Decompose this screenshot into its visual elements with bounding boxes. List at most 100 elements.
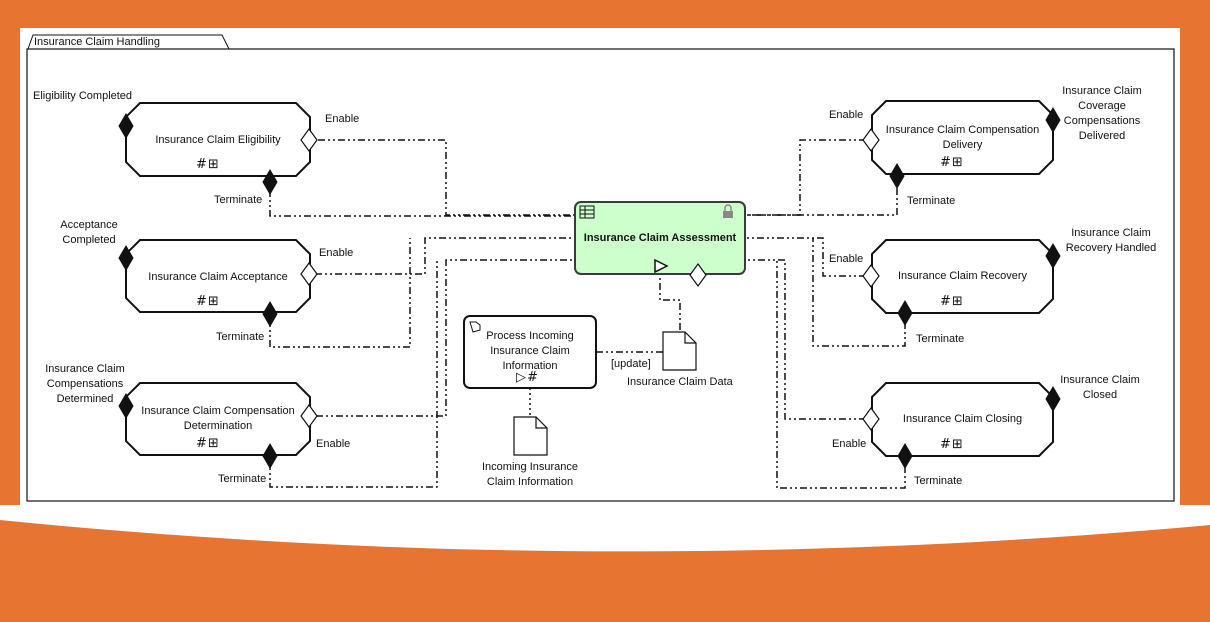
terminate-criterion-determination (262, 443, 278, 469)
stage-closing[interactable]: Insurance Claim Closing (876, 404, 1049, 434)
connector-recovery-terminate (812, 238, 906, 347)
document-incoming-label: Incoming Insurance Claim Information (476, 460, 584, 490)
milestone-recovery-label-2: Recovery Handled (1065, 242, 1157, 254)
stage-acceptance[interactable]: Insurance Claim Acceptance (130, 262, 306, 292)
stage-eligibility[interactable]: Insurance Claim Eligibility (130, 125, 306, 155)
entry-criterion-assessment (689, 262, 707, 288)
milestone-delivered-label-2: Coverage (1078, 100, 1126, 112)
enable-label-recovery: Enable (829, 253, 864, 265)
entry-criterion-closing (862, 406, 880, 432)
milestone-closed-label-2: Closed (1082, 389, 1118, 401)
document-incoming-label-2: Claim Information (486, 476, 574, 488)
case-plan-model[interactable] (26, 48, 1175, 502)
stages (125, 100, 1054, 457)
milestone-delivered-label-3: Compensations (1063, 115, 1141, 127)
milestone-delivered-label: Insurance Claim Coverage Compensations D… (1056, 84, 1148, 144)
exit-criterion-recovery (1045, 243, 1061, 269)
stage-eligibility-markers[interactable]: #⊞ (196, 157, 220, 172)
milestone-determined-label: Insurance Claim Compensations Determined (40, 362, 130, 407)
enable-label-determination: Enable (316, 438, 351, 450)
stage-acceptance-label: Insurance Claim Acceptance (148, 270, 288, 283)
stage-determination-label-2: Determination (183, 420, 253, 432)
update-label: [update] (611, 358, 651, 370)
process-task-label-3: Information (502, 359, 558, 372)
milestone-determined-label-1: Insurance Claim (45, 363, 125, 375)
entry-criterion-recovery (862, 263, 880, 289)
case-plan-tab (27, 34, 230, 50)
connector-data-assessment (659, 275, 681, 330)
trigger-triangle-icon (654, 258, 669, 274)
entry-criteria (300, 127, 880, 432)
process-task[interactable]: Process Incoming Insurance Claim Informa… (466, 328, 594, 374)
process-task-label-2: Insurance Claim (490, 344, 570, 357)
connector-delivery-terminate (745, 188, 898, 216)
terminate-label-delivery: Terminate (907, 195, 956, 207)
assessment-task-label: Insurance Claim Assessment (583, 231, 737, 244)
connector-closing-enable (745, 259, 866, 420)
connectors (269, 139, 906, 489)
milestone-closed-label: Insurance Claim Closed (1054, 373, 1146, 403)
exit-criterion-delivery (1045, 107, 1061, 133)
process-task-shape[interactable] (463, 315, 597, 389)
connector-recovery-enable (745, 237, 866, 277)
background-swoosh-fill (0, 520, 1210, 622)
stage-delivery-markers[interactable]: #⊞ (940, 155, 964, 170)
connector-delivery-enable (745, 139, 866, 216)
stage-eligibility-label: Insurance Claim Eligibility (155, 133, 281, 146)
milestone-acceptance-label-1: Acceptance (60, 219, 118, 231)
milestone-determined-label-2: Compensations (46, 378, 124, 390)
milestone-eligibility-label: Eligibility Completed (33, 90, 133, 102)
milestone-determined-label-3: Determined (56, 393, 114, 405)
terminate-label-acceptance: Terminate (216, 331, 265, 343)
assessment-task[interactable]: Insurance Claim Assessment (578, 230, 742, 246)
stage-closing-label: Insurance Claim Closing (902, 412, 1023, 425)
stage-determination[interactable]: Insurance Claim Compensation Determinati… (130, 403, 306, 435)
stage-closing-markers[interactable]: #⊞ (940, 437, 964, 452)
process-task-label-1: Process Incoming (486, 329, 574, 342)
stage-determination-label-1: Insurance Claim Compensation (141, 405, 295, 417)
terminate-criterion-eligibility (262, 169, 278, 195)
stage-recovery-markers[interactable]: #⊞ (940, 294, 964, 309)
document-incoming-shape[interactable] (513, 416, 548, 456)
stage-delivery[interactable]: Insurance Claim Compensation Delivery (876, 122, 1049, 154)
entry-criterion-eligibility (300, 127, 318, 153)
entry-criterion-determination (300, 403, 318, 429)
entry-criterion-delivery (862, 127, 880, 153)
table-icon (579, 205, 595, 219)
connector-determination-terminate (269, 260, 438, 488)
terminate-criterion-recovery (897, 300, 913, 326)
entry-criterion-acceptance (300, 261, 318, 287)
case-plan-title: Insurance Claim Handling (34, 36, 160, 48)
lock-icon (723, 204, 733, 218)
milestone-acceptance-label-2: Completed (62, 234, 116, 246)
connector-acceptance-terminate (269, 238, 411, 348)
exit-criterion-closing (1045, 386, 1061, 412)
process-task-markers: ▷# (516, 370, 539, 385)
stage-delivery-label-1: Insurance Claim Compensation (885, 124, 1040, 136)
connector-eligibility-terminate (269, 190, 577, 217)
connector-determination-enable (316, 259, 577, 417)
stage-determination-markers[interactable]: #⊞ (196, 436, 220, 451)
terminate-label-determination: Terminate (218, 473, 267, 485)
enable-label-acceptance: Enable (319, 247, 354, 259)
document-incoming-fold (535, 417, 547, 429)
enable-label-closing: Enable (832, 438, 867, 450)
milestone-recovery-label-1: Insurance Claim (1071, 227, 1151, 239)
connector-acceptance-enable (315, 237, 577, 275)
terminate-criterion-closing (897, 443, 913, 469)
document-data-shape[interactable] (662, 331, 697, 371)
document-incoming-label-1: Incoming Insurance (482, 461, 578, 473)
terminate-label-recovery: Terminate (916, 333, 965, 345)
terminate-label-eligibility: Terminate (214, 194, 263, 206)
stage-recovery[interactable]: Insurance Claim Recovery (876, 261, 1049, 291)
assessment-task-shape[interactable] (574, 201, 746, 275)
stage-acceptance-markers[interactable]: #⊞ (196, 294, 220, 309)
terminate-criterion-delivery (889, 163, 905, 189)
stage-delivery-label-2: Delivery (942, 139, 983, 151)
milestone-delivered-label-1: Insurance Claim (1062, 85, 1142, 97)
exit-criterion-acceptance (118, 245, 134, 271)
milestone-closed-label-1: Insurance Claim (1060, 374, 1140, 386)
connector-eligibility-enable (318, 139, 577, 216)
document-data-label: Insurance Claim Data (627, 376, 733, 388)
stage-recovery-label: Insurance Claim Recovery (898, 269, 1027, 282)
